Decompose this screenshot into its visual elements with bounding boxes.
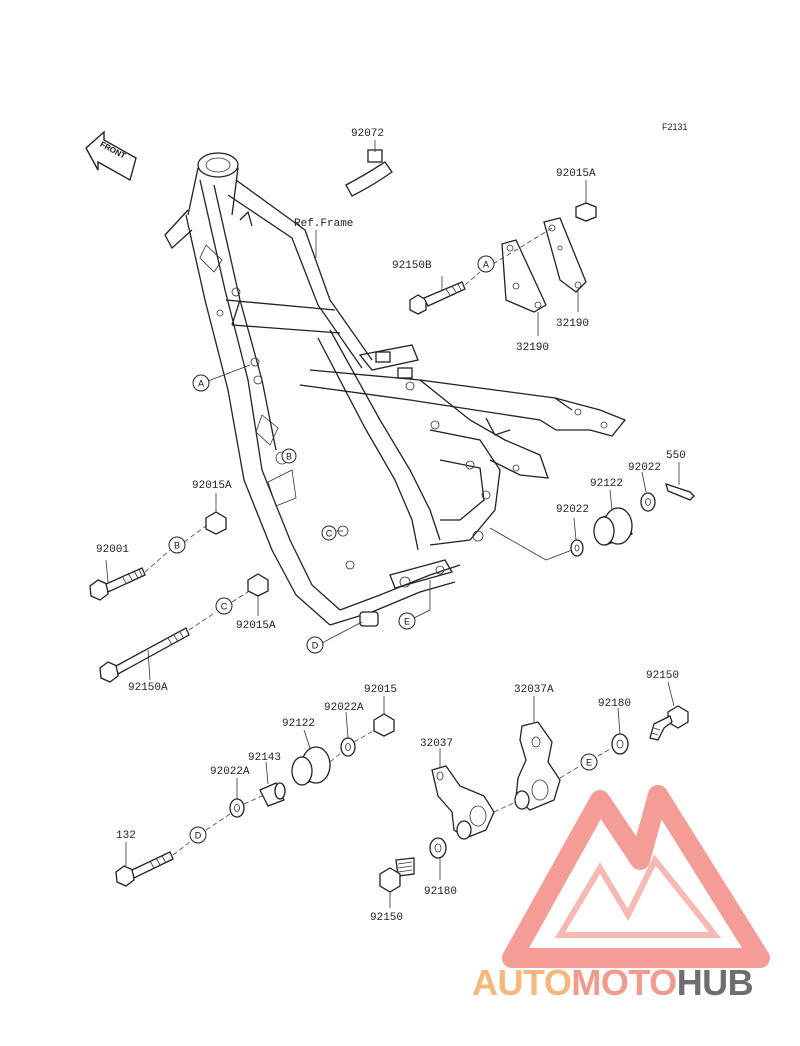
label-32037A: 32037A (514, 684, 554, 696)
part-92001-bolt (89, 559, 146, 601)
label-92150A: 92150A (128, 682, 168, 694)
label-92122-a: 92122 (590, 478, 623, 490)
label-92022A-b: 92022A (210, 766, 250, 778)
label-92180-b: 92180 (424, 886, 457, 898)
label-92015A-b: 92015A (192, 480, 232, 492)
label-32037: 32037 (420, 738, 453, 750)
label-92022A-a: 92022A (324, 702, 364, 714)
callout-D-bolt: D (189, 826, 207, 844)
part-92015A-b (205, 493, 227, 535)
callout-letter: A (198, 379, 204, 389)
part-92122-bushing-b (291, 729, 331, 786)
watermark-hub: HUB (676, 962, 754, 1003)
label-92150-a: 92150 (646, 670, 679, 682)
callout-B-frame: B (281, 448, 297, 464)
part-32037-bracket (431, 748, 495, 840)
part-92150A-bolt (99, 627, 190, 683)
watermark-auto: AUTO (472, 962, 572, 1003)
diagram-code: F2131 (662, 122, 688, 132)
part-92150-bolt-a (649, 681, 689, 741)
label-92022-a: 92022 (556, 504, 589, 516)
callout-letter: D (312, 641, 319, 651)
part-92022A-washer-b (229, 778, 245, 818)
callout-letter: A (483, 260, 489, 270)
label-92001: 92001 (96, 544, 129, 556)
label-92143: 92143 (248, 752, 281, 764)
label-92015A-c: 92015A (236, 620, 276, 632)
label-32190-b: 32190 (516, 342, 549, 354)
callout-E-frame: E (398, 612, 416, 630)
callout-B-bolt: B (168, 536, 186, 554)
part-132-bolt (115, 842, 174, 887)
part-92015A-top (575, 180, 597, 222)
front-arrow-icon: FRONT (85, 130, 137, 182)
callout-C-frame: C (321, 525, 337, 541)
watermark-moto: MOTO (571, 962, 677, 1003)
callout-E-bracket: E (580, 753, 598, 771)
part-32037A-bracket (514, 696, 561, 811)
part-92122-bushing-a (593, 507, 633, 546)
label-92122-b: 92122 (282, 718, 315, 730)
watermark-brand: AUTOMOTOHUB (472, 962, 754, 1004)
callout-letter: C (326, 529, 333, 539)
callout-letter: C (221, 602, 228, 612)
part-92180-washer-b (429, 837, 447, 880)
part-92180-washer-a (611, 707, 629, 755)
callout-A-bracket: A (477, 255, 495, 273)
part-92022-washer-a (570, 539, 584, 557)
label-92022-b: 92022 (628, 462, 661, 474)
label-550: 550 (666, 450, 686, 462)
callout-letter: D (195, 831, 202, 841)
part-92150B (409, 271, 481, 315)
ref-frame-label: Ref.Frame (294, 218, 353, 230)
part-92143-collar (259, 761, 286, 807)
callout-letter: E (586, 758, 592, 768)
callout-A-frame: A (192, 374, 210, 392)
callout-letter: E (404, 617, 410, 627)
part-92022-washer-b (640, 492, 656, 512)
callout-D-frame: D (306, 636, 324, 654)
part-92072 (345, 140, 393, 197)
callout-letter: B (286, 452, 292, 462)
part-92150-bolt-b (379, 857, 415, 908)
part-92015-nut (373, 696, 395, 737)
part-550-cotter-pin (665, 462, 695, 501)
callout-C-bolt: C (215, 597, 233, 615)
frame-drawing (164, 152, 627, 627)
part-92015A-c (247, 573, 269, 616)
label-92072: 92072 (351, 128, 384, 140)
callout-letter: B (174, 541, 180, 551)
label-92015A-top: 92015A (556, 168, 596, 180)
part-32190-brackets (492, 217, 587, 336)
label-32190-a: 32190 (556, 318, 589, 330)
label-92150-b: 92150 (370, 912, 403, 924)
label-92015: 92015 (364, 684, 397, 696)
watermark-logo-icon (502, 785, 770, 968)
label-92150B: 92150B (392, 260, 432, 272)
label-132: 132 (116, 830, 136, 842)
label-92180-a: 92180 (598, 698, 631, 710)
part-92022A-washer-a (340, 711, 356, 757)
